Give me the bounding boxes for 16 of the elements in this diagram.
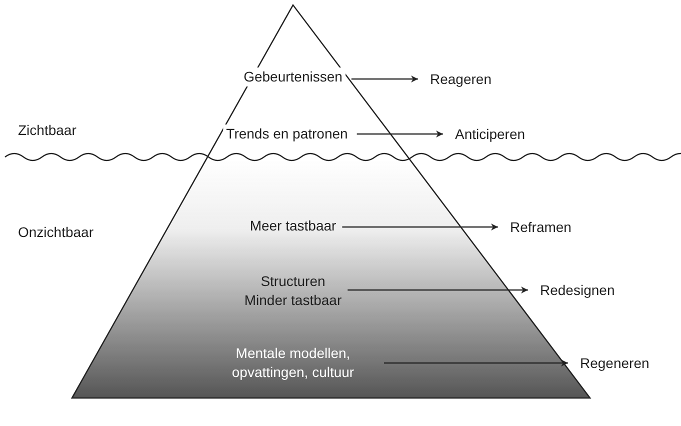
- action-text: Regeneren: [580, 355, 650, 371]
- level-text: Mentale modellen, opvattingen, cultuur: [208, 344, 378, 382]
- arrow: [356, 130, 443, 138]
- zone-label: Onzichtbaar: [18, 224, 94, 240]
- action-text: Anticiperen: [455, 126, 526, 142]
- level-text: Structuren: [260, 272, 326, 291]
- arrow: [342, 224, 498, 230]
- zone-label: Zichtbaar: [18, 122, 76, 138]
- arrow: [348, 286, 528, 294]
- arrow: [384, 360, 568, 366]
- action-text: Reageren: [430, 71, 492, 87]
- level-text: Minder tastbaar: [244, 291, 342, 310]
- action-text: Reframen: [510, 219, 572, 235]
- action-text: Redesignen: [540, 282, 615, 298]
- level-text: Meer tastbaar: [250, 216, 336, 236]
- arrow: [351, 76, 418, 82]
